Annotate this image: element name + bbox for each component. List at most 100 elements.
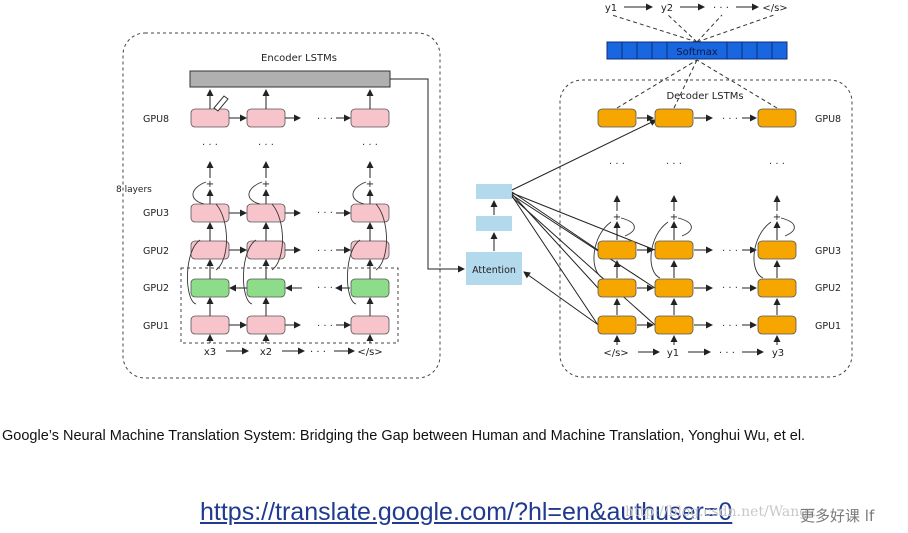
row-ellipsis: · · ·: [722, 246, 738, 257]
column-ellipsis: · · ·: [769, 159, 785, 170]
encoder-lstm-cell: [190, 240, 230, 260]
encoder-gpu-label: GPU2: [143, 283, 169, 294]
encoder-gpu-label: GPU2: [143, 246, 169, 257]
row-ellipsis: · · ·: [317, 208, 333, 219]
figure-caption: Google’s Neural Machine Translation Syst…: [2, 428, 806, 444]
encoder-title: Encoder LSTMs: [261, 53, 337, 64]
residual-plus: +: [206, 179, 214, 190]
softmax-label: Softmax: [676, 47, 718, 58]
encoder-lstm-cell: [246, 108, 286, 128]
encoder-lstm-cell: [350, 315, 390, 335]
layers-label: 8 layers: [116, 185, 152, 195]
decoder-output-label: · · ·: [713, 3, 729, 14]
decoder-input-label: y1: [667, 348, 679, 359]
encoder-gpu-label: GPU8: [143, 114, 169, 125]
row-ellipsis: · · ·: [317, 321, 333, 332]
encoder-lstm-cell: [246, 315, 286, 335]
decoder-cells: +++: [593, 108, 797, 345]
decoder-to-attention-line: [523, 271, 598, 325]
blog-watermark: http://blog.csdn.net/Wangz: [625, 504, 816, 520]
encoder-input-label: x2: [260, 347, 272, 358]
decoder-input-label: y3: [772, 348, 784, 359]
decoder-lstm-cell: [757, 315, 797, 335]
residual-connection: [271, 203, 283, 271]
reference-link[interactable]: https://translate.google.com/?hl=en&auth…: [200, 498, 733, 526]
residual-plus: +: [366, 179, 374, 190]
decoder-output-label: </s>: [762, 3, 787, 14]
decoder-gpu-label: GPU8: [815, 114, 841, 125]
course-watermark-text: 更多好课: [800, 507, 861, 525]
bidirectional-lstm-cell: [246, 278, 286, 298]
residual-connection: [375, 203, 387, 271]
residual-connection: [192, 181, 207, 205]
decoder-gpu-label: GPU1: [815, 321, 841, 332]
residual-connection: [650, 221, 669, 279]
decoder-lstm-cell: [597, 315, 637, 335]
gnmt-architecture-diagram: Encoder LSTMs 8 layers GPU8 GPU3 GPU2 GP…: [116, 3, 853, 379]
residual-plus: +: [262, 179, 270, 190]
column-ellipsis: · · ·: [609, 159, 625, 170]
residual-plus: +: [773, 212, 781, 223]
bidirectional-lstm-cell: [350, 278, 390, 298]
row-ellipsis: · · ·: [722, 321, 738, 332]
attention-context-links: [511, 119, 657, 326]
encoder-lstm-cell: [190, 108, 230, 128]
decoder-lstm-cell: [654, 315, 694, 335]
encoder-input-label: · · ·: [310, 347, 326, 358]
residual-connection: [187, 239, 201, 305]
row-ellipsis: · · ·: [722, 283, 738, 294]
residual-plus: +: [670, 212, 678, 223]
decoder-lstm-cell: [597, 108, 637, 128]
encoder-gpu-label: GPU3: [143, 208, 169, 219]
decoder-lstm-cell: [597, 278, 637, 298]
column-ellipsis: · · ·: [258, 140, 274, 151]
encoder-output-bar: [189, 70, 391, 88]
decoder-lstm-cell: [757, 108, 797, 128]
encoder-gpu-label: GPU1: [143, 321, 169, 332]
encoder-lstm-cell: [246, 203, 286, 223]
residual-connection: [753, 221, 772, 279]
decoder-output-label: y2: [661, 3, 673, 14]
decoder-title: Decoder LSTMs: [666, 91, 743, 102]
attention-label: Attention: [472, 265, 516, 276]
decoder-lstm-cell: [757, 278, 797, 298]
encoder-panel: [122, 32, 441, 379]
residual-connection: [593, 221, 612, 279]
encoder-cells: + + +: [187, 89, 390, 343]
decoder-lstm-cell: [757, 240, 797, 260]
softmax-ticks: [621, 42, 773, 59]
encoder-to-attention-line: [390, 78, 465, 273]
decoder-lstm-cell: [654, 108, 694, 128]
decoder-gpu-label: GPU3: [815, 246, 841, 257]
encoder-lstm-cell: [190, 315, 230, 335]
row-ellipsis: · · ·: [722, 114, 738, 125]
residual-connection: [215, 203, 227, 271]
row-ellipsis: · · ·: [317, 114, 333, 125]
column-ellipsis: · · ·: [202, 140, 218, 151]
encoder-lstm-cell: [350, 203, 390, 223]
residual-connection: [677, 217, 692, 237]
attention-block: [466, 252, 522, 285]
encoder-lstm-cell: [190, 203, 230, 223]
column-ellipsis: · · ·: [362, 140, 378, 151]
watermark-tail: lf: [864, 507, 875, 525]
residual-connection: [620, 217, 635, 237]
attention-context-mid: [476, 216, 512, 231]
course-watermark: 更多好课 lf: [800, 505, 874, 526]
residual-connection: [243, 239, 257, 305]
encoder-lstm-cell: [350, 240, 390, 260]
residual-connection: [347, 239, 361, 305]
encoder-lstm-cell: [246, 240, 286, 260]
column-ellipsis: · · ·: [666, 159, 682, 170]
encoder-input-label: x3: [204, 347, 216, 358]
decoder-gpu-label: GPU2: [815, 283, 841, 294]
attention-context-top: [476, 184, 512, 199]
softmax-output-links: [611, 14, 778, 109]
row-ellipsis: · · ·: [317, 283, 333, 294]
bidirectional-lstm-cell: [190, 278, 230, 298]
residual-connection: [352, 181, 367, 205]
residual-connection: [248, 181, 263, 205]
decoder-input-label: · · ·: [719, 348, 735, 359]
decoder-lstm-cell: [654, 240, 694, 260]
bidirectional-layer-box: [180, 267, 399, 344]
